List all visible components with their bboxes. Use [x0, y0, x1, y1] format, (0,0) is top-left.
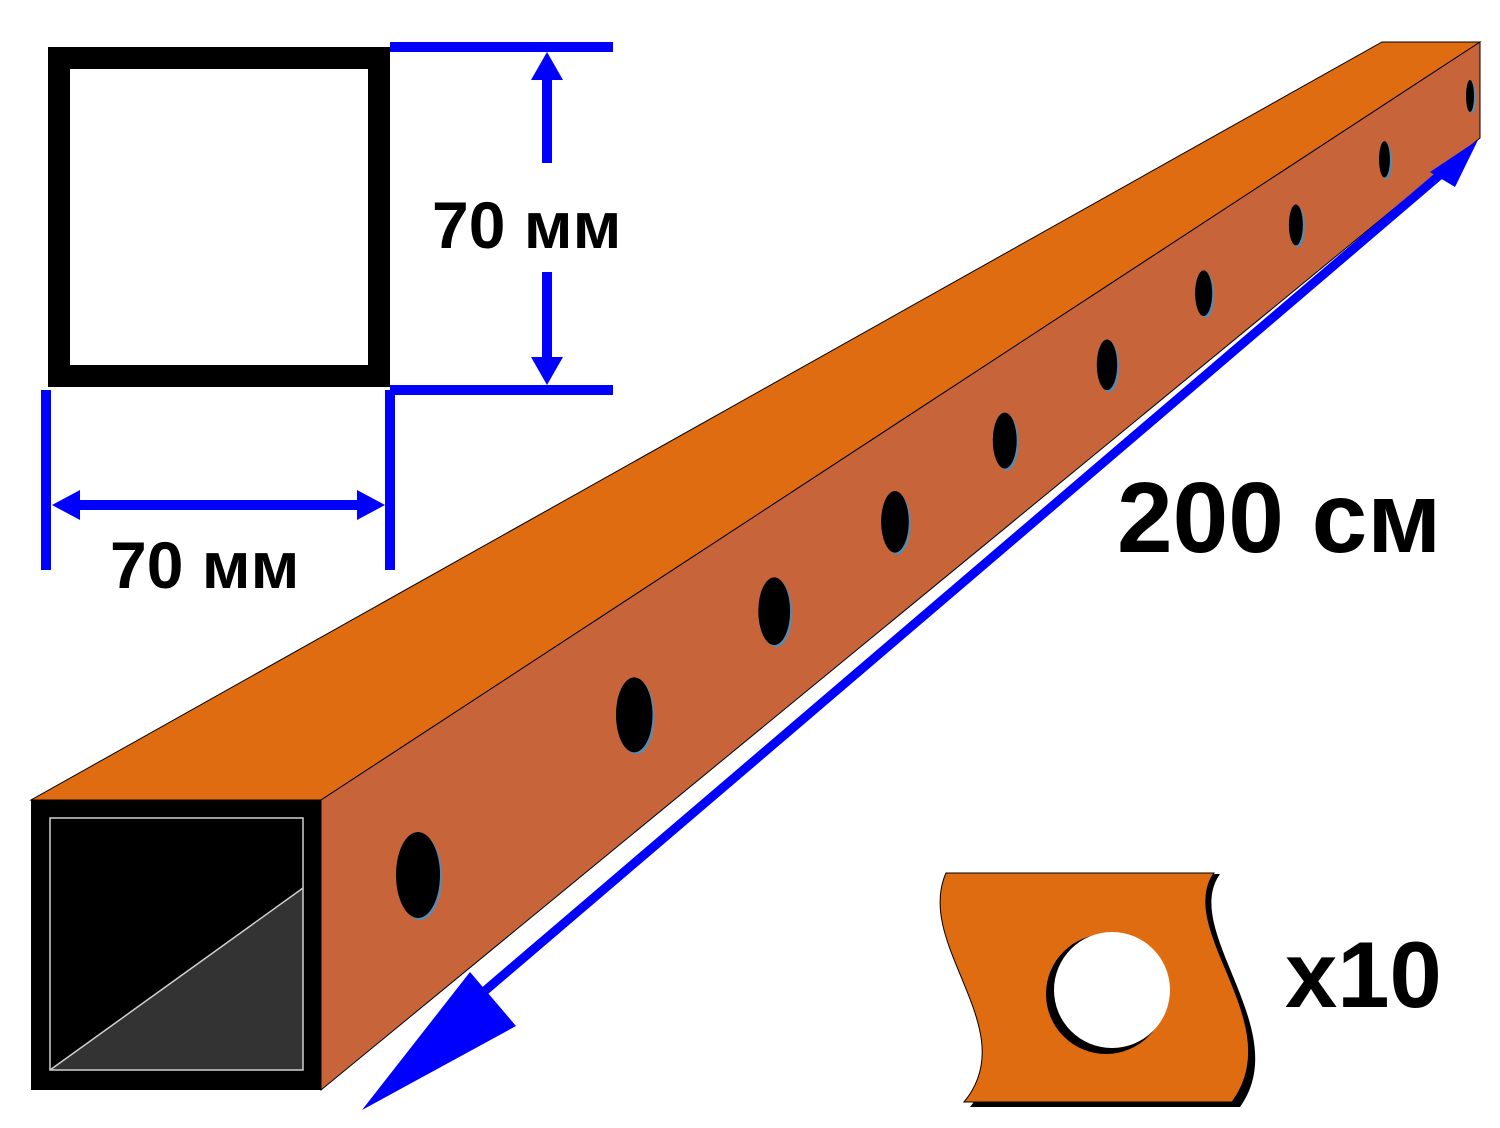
beam-hole [1096, 339, 1118, 391]
beam-hollow-outline [49, 817, 304, 1071]
width-dimension-label: 70 мм [110, 528, 300, 602]
width-arrowhead-right [357, 490, 385, 520]
mounting-plate-hole [1054, 932, 1170, 1048]
beam-hole [992, 412, 1017, 469]
beam-hole [615, 677, 653, 753]
beam-hole [881, 491, 909, 553]
mounting-plate [939, 872, 1256, 1107]
beam-hole [1379, 141, 1390, 178]
cross-section-square [48, 47, 390, 387]
width-arrowhead-left [52, 490, 80, 520]
height-arrowhead-up [531, 52, 563, 80]
quantity-label: x10 [1285, 922, 1442, 1027]
height-dimension [390, 42, 613, 395]
beam-hollow-dark [50, 818, 303, 1070]
beam-hollow-diagonal [49, 887, 304, 1071]
length-dimension-label: 200 см [1117, 462, 1442, 574]
length-arrowhead-near [362, 972, 516, 1110]
beam-holes [396, 80, 1476, 920]
height-dimension-label: 70 мм [432, 188, 622, 262]
beam-hole [1195, 270, 1213, 317]
square-tube-beam [29, 41, 1482, 1092]
beam-hole [396, 832, 440, 918]
length-arrow-shaft [477, 164, 1451, 999]
beam-hole [1288, 204, 1303, 246]
length-dimension [362, 140, 1478, 1110]
beam-hole [1466, 80, 1474, 112]
width-dimension [41, 390, 395, 570]
height-arrowhead-down [531, 357, 563, 385]
beam-hole [758, 577, 791, 646]
length-arrowhead-far [1430, 140, 1478, 187]
